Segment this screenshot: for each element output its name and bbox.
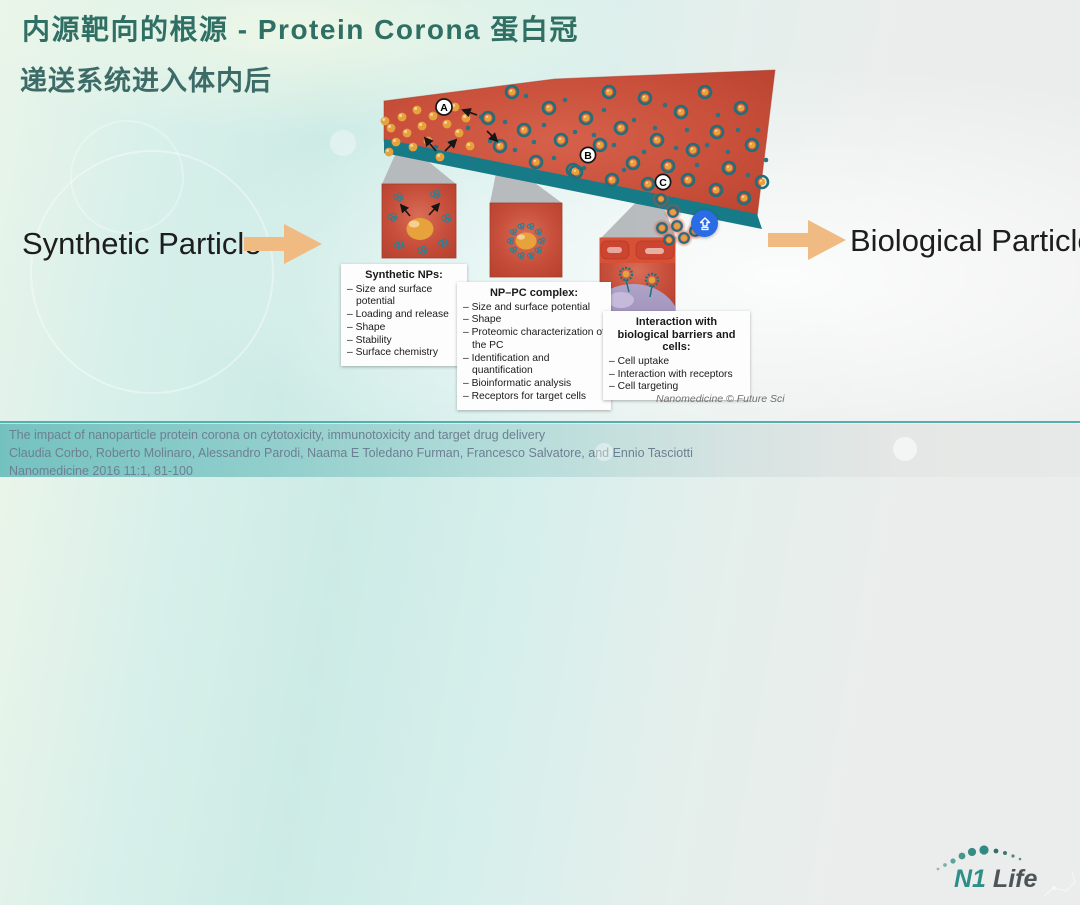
logo-text: N1 Life bbox=[954, 865, 1037, 894]
stage-markers: A B C bbox=[435, 98, 672, 191]
citation-text: The impact of nanoparticle protein coron… bbox=[0, 423, 1080, 481]
page-title: 内源靶向的根源 - Protein Corona 蛋白冠 bbox=[22, 14, 579, 45]
n1-life-logo: N1 Life bbox=[926, 844, 1076, 900]
np-pc-complex-box: NP–PC complex: – Size and surface potent… bbox=[457, 282, 611, 410]
magnified-box-np-pc-complex bbox=[489, 202, 563, 278]
list-item: – Loading and release bbox=[347, 309, 449, 321]
right-arrow-icon bbox=[768, 216, 850, 269]
box-title: Interaction with biological barriers and… bbox=[617, 316, 736, 354]
citation-journal: Nanomedicine 2016 11:1, 81-100 bbox=[9, 464, 193, 479]
biological-particle-label: Biological Particle bbox=[850, 223, 1080, 258]
page-subtitle: 递送系统进入体内后 bbox=[20, 66, 272, 96]
interaction-box: Interaction with biological barriers and… bbox=[603, 311, 750, 401]
svg-text:A: A bbox=[440, 102, 448, 114]
list-item: – Interaction with receptors bbox=[609, 368, 733, 380]
upload-arrow-icon bbox=[699, 216, 710, 230]
marker-b: B bbox=[579, 146, 597, 164]
logo-life: Life bbox=[992, 865, 1038, 893]
list-item: – Bioinformatic analysis bbox=[463, 378, 572, 390]
adsorption-arrows bbox=[423, 108, 499, 152]
box-items: – Cell uptake– Interaction with receptor… bbox=[609, 356, 744, 394]
list-item: – Proteomic characterization of the PC bbox=[463, 327, 605, 351]
decor-circle bbox=[30, 150, 274, 394]
citation-authors: Claudia Corbo, Roberto Molinaro, Alessan… bbox=[9, 446, 693, 461]
svg-text:C: C bbox=[659, 177, 667, 189]
box-title: Synthetic NPs: bbox=[365, 269, 443, 281]
list-item: – Surface chemistry bbox=[347, 347, 438, 359]
decor-circle bbox=[70, 120, 184, 234]
list-item: – Receptors for target cells bbox=[463, 391, 587, 402]
magnified-box-cell-interaction bbox=[599, 237, 676, 313]
svg-text:B: B bbox=[584, 150, 592, 162]
figure-credit: Nanomedicine © Future Sci bbox=[656, 393, 785, 405]
citation-bar: The impact of nanoparticle protein coron… bbox=[0, 421, 1080, 897]
list-item: – Shape bbox=[347, 321, 386, 333]
right-arrow-icon bbox=[244, 220, 326, 273]
logo-n1: N1 bbox=[954, 865, 986, 893]
box-items: – Size and surface potential– Shape– Pro… bbox=[463, 302, 605, 404]
synthetic-nps-box: Synthetic NPs: – Size and surface potent… bbox=[341, 264, 467, 367]
list-item: – Cell targeting bbox=[609, 381, 679, 393]
floating-action-button[interactable] bbox=[691, 210, 718, 237]
citation-title: The impact of nanoparticle protein coron… bbox=[9, 428, 546, 442]
marker-a: A bbox=[435, 98, 453, 116]
marker-c: C bbox=[654, 173, 672, 191]
list-item: – Shape bbox=[463, 314, 502, 326]
list-item: – Cell uptake bbox=[609, 355, 670, 367]
list-item: – Size and surface potential bbox=[347, 283, 433, 308]
synthetic-particle-label: Synthetic Particle bbox=[22, 226, 262, 261]
magnified-box-synthetic-np bbox=[381, 183, 457, 259]
list-item: – Size and surface potential bbox=[463, 301, 591, 313]
box-items: – Size and surface potential– Loading an… bbox=[347, 284, 461, 361]
list-item: – Stability bbox=[347, 334, 392, 346]
list-item: – Identification and quantification bbox=[463, 352, 550, 377]
box-title: NP–PC complex: bbox=[489, 287, 579, 299]
protein-corona-figure: A B C bbox=[380, 69, 776, 313]
